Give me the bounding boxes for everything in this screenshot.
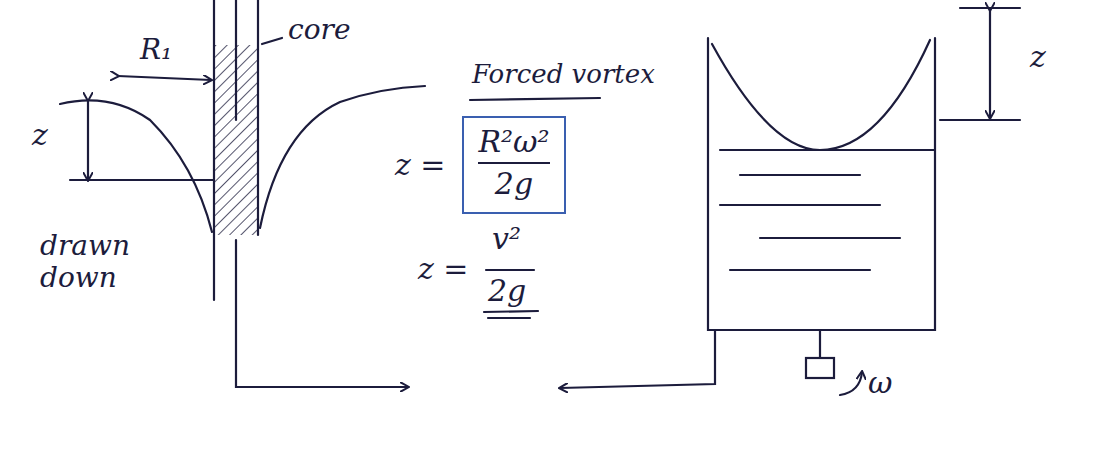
radius-label: R₁ [140, 34, 172, 66]
core-wall [257, 0, 259, 235]
note-label: drawn down [40, 230, 150, 294]
equation-label: v² [492, 222, 521, 257]
fraction-bar [486, 269, 534, 271]
height-label: z [32, 118, 48, 153]
height-arrow [87, 100, 89, 180]
part-label: core [288, 14, 351, 46]
equation-box: R²ω²2g [462, 116, 566, 214]
leader-line [262, 38, 282, 44]
tank [708, 38, 935, 330]
numerator-text: R²ω² [478, 124, 550, 164]
pointer-arrow [560, 330, 715, 388]
motor [806, 358, 834, 378]
datum-line [70, 179, 214, 181]
equation-label: z = [395, 148, 445, 183]
denominator-text: 2g [478, 166, 550, 202]
equation-label: z = [418, 252, 468, 287]
rotation-arrow [840, 372, 862, 395]
equation-label: 2g [488, 274, 526, 309]
paraboloid-surface [712, 40, 930, 150]
height-label: z [1030, 40, 1046, 75]
heading-label: Forced vortex [472, 60, 655, 90]
omega-label: ω [868, 366, 892, 401]
free-surface [60, 100, 212, 232]
core-wall [213, 0, 215, 300]
core-hatch [215, 45, 257, 235]
height-arrow [989, 10, 991, 118]
radius-arrow [118, 76, 211, 80]
pointer-arrow [236, 240, 408, 387]
